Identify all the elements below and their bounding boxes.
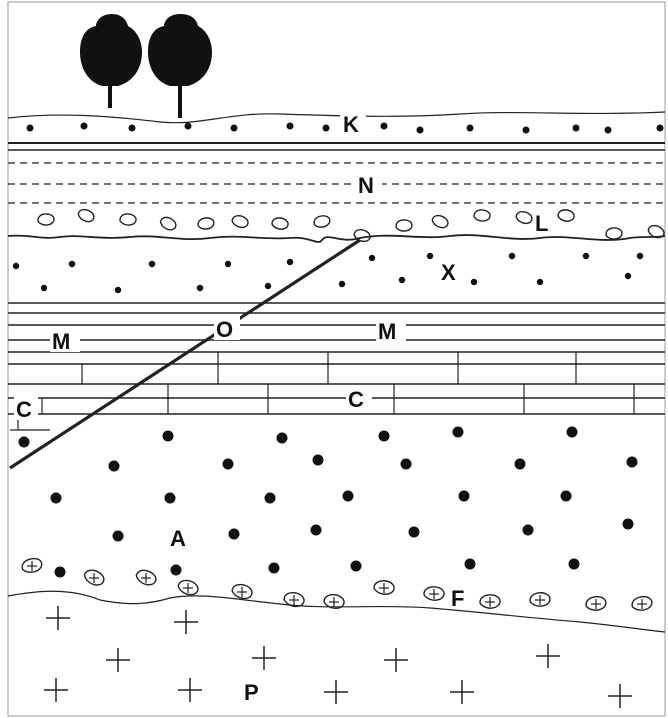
dot: [55, 567, 66, 578]
dot: [369, 255, 375, 261]
dot: [399, 277, 405, 283]
label-l: L: [535, 211, 548, 236]
dot: [287, 123, 294, 130]
dot: [657, 125, 664, 132]
dot: [471, 279, 477, 285]
dot: [225, 261, 231, 267]
dot: [69, 261, 75, 267]
dot: [223, 459, 234, 470]
label-m-right: M: [378, 319, 396, 344]
dot: [509, 253, 515, 259]
dot: [465, 559, 476, 570]
dot: [265, 283, 271, 289]
dot: [113, 531, 124, 542]
dot: [567, 427, 578, 438]
dot: [41, 285, 47, 291]
dot: [459, 491, 470, 502]
dot: [115, 287, 121, 293]
label-m-left: M: [52, 329, 70, 354]
label-f: F: [451, 586, 464, 611]
dot: [19, 437, 30, 448]
label-n: N: [358, 173, 374, 198]
dot: [515, 459, 526, 470]
dot: [287, 259, 293, 265]
dot: [129, 125, 136, 132]
dot: [409, 527, 420, 538]
dot: [269, 563, 280, 574]
dot: [109, 461, 120, 472]
dot: [427, 253, 433, 259]
dot: [81, 123, 88, 130]
dot: [625, 273, 631, 279]
dot: [163, 431, 174, 442]
dot: [569, 559, 580, 570]
dot: [149, 261, 155, 267]
dot: [637, 253, 643, 259]
label-x: X: [441, 260, 456, 285]
dot: [51, 493, 62, 504]
dot: [605, 127, 612, 134]
dot: [417, 127, 424, 134]
label-o: O: [216, 317, 233, 342]
dot: [351, 561, 362, 572]
dot: [313, 455, 324, 466]
dot: [379, 431, 390, 442]
dot: [401, 459, 412, 470]
dot: [573, 125, 580, 132]
dot: [165, 493, 176, 504]
dot: [627, 457, 638, 468]
dot: [583, 253, 589, 259]
dot: [265, 493, 276, 504]
label-c-right: C: [348, 387, 364, 412]
label-k: K: [343, 112, 359, 137]
dot: [277, 433, 288, 444]
dot: [381, 123, 388, 130]
dot: [311, 525, 322, 536]
dot: [343, 491, 354, 502]
dot: [13, 263, 19, 269]
dot: [453, 427, 464, 438]
dot: [171, 565, 182, 576]
dot: [537, 279, 543, 285]
dot: [523, 127, 530, 134]
dot: [231, 125, 238, 132]
dot: [467, 125, 474, 132]
label-p: P: [244, 680, 259, 705]
label-a: A: [170, 526, 186, 551]
dot: [229, 529, 240, 540]
dot: [523, 525, 534, 536]
dot: [561, 491, 572, 502]
dot: [27, 125, 34, 132]
dot: [185, 123, 192, 130]
label-c-left: C: [16, 397, 32, 422]
dot: [339, 281, 345, 287]
dot: [623, 519, 634, 530]
dot: [323, 125, 330, 132]
dot: [197, 285, 203, 291]
